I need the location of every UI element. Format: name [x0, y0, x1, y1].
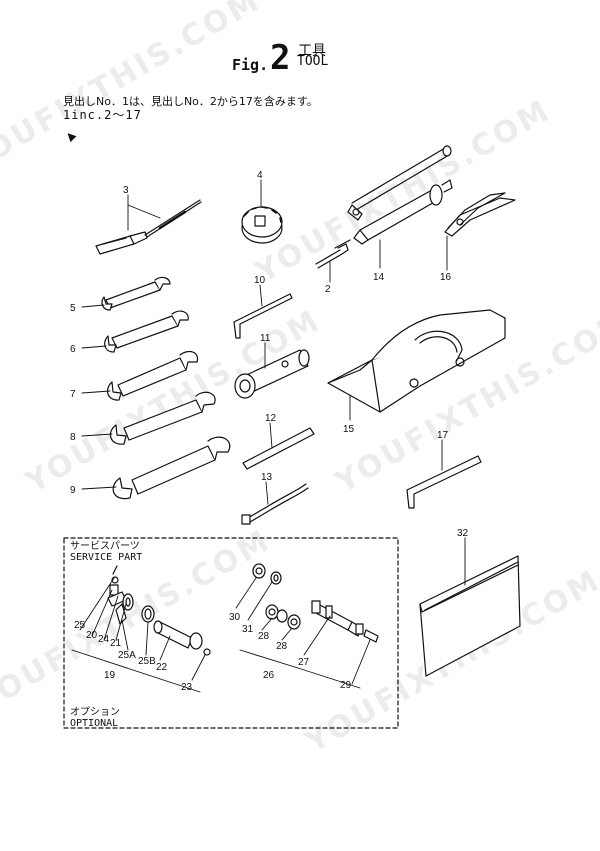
pliers-part — [444, 192, 516, 237]
part-number-5: 5 — [70, 303, 76, 314]
part-number-7: 7 — [70, 389, 76, 400]
part-number-3: 3 — [123, 185, 129, 196]
spanner-8-part — [109, 391, 216, 445]
spanner-9-part — [112, 436, 231, 500]
part-number-10: 10 — [254, 275, 266, 286]
part-number-14: 14 — [373, 272, 385, 283]
part-number-9: 9 — [70, 485, 76, 496]
bag-32-part — [419, 555, 521, 677]
service-part-box — [63, 537, 399, 729]
part-number-28-b: 28 — [276, 641, 288, 652]
part-number-28-a: 28 — [258, 631, 270, 642]
service-parts-right-leaders — [235, 577, 371, 689]
part-number-2: 2 — [325, 284, 331, 295]
part-number-11: 11 — [260, 333, 271, 344]
inclusion-note-jp: 見出しNo．1は、見出しNo．2から17を含みます。 — [63, 95, 318, 108]
part-number-24: 24 — [98, 634, 110, 645]
part-number-23: 23 — [181, 682, 193, 693]
bar-part — [242, 427, 315, 470]
service-part-label-en: SERVICE PART — [70, 552, 143, 563]
part-number-16: 16 — [440, 272, 452, 283]
screwdriver-part — [95, 199, 202, 255]
figure-title-en: TOOL — [297, 54, 329, 69]
figure-label: Fig. — [232, 56, 269, 74]
grease-gun-part — [334, 145, 453, 249]
hex-key-17-part — [406, 455, 482, 509]
tool-bag-part — [327, 309, 506, 413]
part-number-31: 31 — [242, 624, 254, 635]
service-parts-left-leaders — [71, 577, 206, 693]
part-number-25: 25 — [74, 620, 86, 631]
part-number-29: 29 — [340, 680, 352, 691]
spanner-6-part — [104, 310, 189, 353]
part-number-6: 6 — [70, 344, 76, 355]
service-parts-right — [252, 563, 379, 643]
figure-number: 2 — [270, 38, 291, 78]
part-number-12: 12 — [265, 413, 277, 424]
optional-label-jp: オプション — [70, 707, 120, 718]
part-number-25b: 25B — [138, 656, 156, 667]
grease-nipple-part — [315, 243, 349, 269]
hose-part — [241, 483, 309, 525]
part-number-30: 30 — [229, 612, 241, 623]
spanner-5-part — [101, 276, 171, 311]
part-number-13: 13 — [261, 472, 273, 483]
part-number-27: 27 — [298, 657, 310, 668]
figure-title-jp: 工具 — [298, 43, 326, 59]
part-number-8: 8 — [70, 432, 76, 443]
spanner-7-part — [106, 350, 199, 401]
service-part-label-jp: サービスパーツ — [70, 541, 140, 552]
part-number-4: 4 — [257, 170, 263, 181]
inclusion-note-en: 1inc.2～17 — [63, 108, 142, 122]
part-number-25a: 25A — [118, 650, 136, 661]
box-wrench-part — [234, 349, 310, 399]
optional-label-en: OPTIONAL — [70, 718, 119, 729]
part-number-19: 19 — [104, 670, 116, 681]
part-number-17: 17 — [437, 430, 449, 441]
part-number-15: 15 — [343, 424, 355, 435]
part-number-32: 32 — [457, 528, 469, 539]
service-parts-left — [107, 565, 211, 656]
part-number-26: 26 — [263, 670, 275, 681]
hex-key-10-part — [233, 293, 293, 339]
part-number-22: 22 — [156, 662, 168, 673]
socket-wheel-part — [241, 206, 283, 244]
part-number-21: 21 — [110, 638, 122, 649]
part-number-20: 20 — [86, 630, 98, 641]
